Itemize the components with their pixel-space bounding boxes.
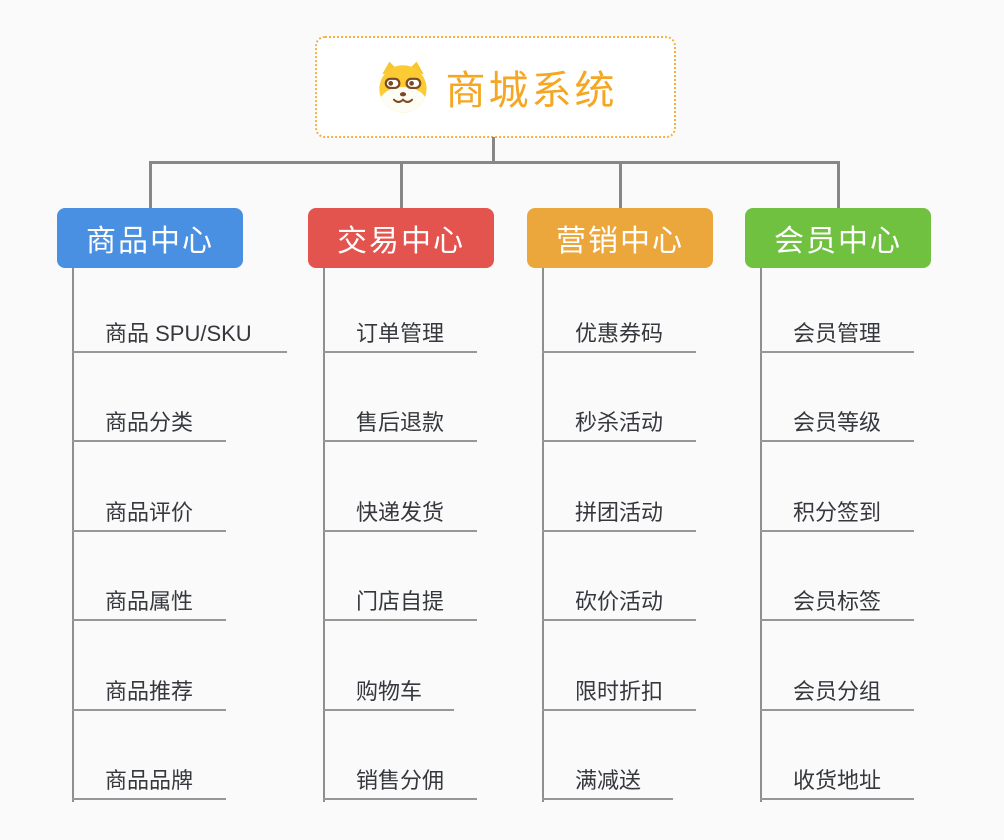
branch-header-label: 交易中心 <box>337 225 465 258</box>
leaf-node[interactable]: 限时折扣 <box>542 671 696 711</box>
leaf-label: 砍价活动 <box>575 589 664 614</box>
leaf-node[interactable]: 订单管理 <box>323 313 477 353</box>
branch-header-member-center[interactable]: 会员中心 <box>745 208 931 268</box>
leaf-node[interactable]: 商品分类 <box>72 402 226 442</box>
branch-member-center: 会员中心 会员管理 会员等级 积分签到 会员标签 会员分组 收货地址 <box>745 208 975 808</box>
branch-trunk-line <box>323 268 325 802</box>
leaf-label: 会员分组 <box>793 679 882 704</box>
leaf-label: 订单管理 <box>356 321 445 346</box>
leaf-label: 会员等级 <box>793 410 882 435</box>
leaf-node[interactable]: 售后退款 <box>323 402 477 442</box>
leaf-label: 商品 SPU/SKU <box>105 321 252 346</box>
leaf-node[interactable]: 商品属性 <box>72 581 226 621</box>
leaf-label: 快递发货 <box>356 500 445 525</box>
leaf-label: 商品属性 <box>105 589 194 614</box>
leaf-node[interactable]: 商品品牌 <box>72 760 226 800</box>
branch-marketing-center: 营销中心 优惠券码 秒杀活动 拼团活动 砍价活动 限时折扣 满减送 <box>527 208 757 808</box>
leaf-node[interactable]: 快递发货 <box>323 492 477 532</box>
branch-drop-connector <box>837 161 840 208</box>
leaf-node[interactable]: 收货地址 <box>760 760 914 800</box>
branch-trunk-line <box>72 268 74 802</box>
leaf-label: 满减送 <box>575 768 642 793</box>
branch-header-label: 会员中心 <box>774 225 902 258</box>
leaf-label: 拼团活动 <box>575 500 664 525</box>
leaf-node[interactable]: 会员管理 <box>760 313 914 353</box>
leaf-node[interactable]: 秒杀活动 <box>542 402 696 442</box>
shiba-dog-icon <box>374 59 432 115</box>
leaf-label: 商品分类 <box>105 410 194 435</box>
leaf-label: 售后退款 <box>356 410 445 435</box>
leaf-label: 收货地址 <box>793 768 882 793</box>
leaf-node[interactable]: 拼团活动 <box>542 492 696 532</box>
leaf-label: 会员标签 <box>793 589 882 614</box>
branch-drop-connector <box>149 161 152 208</box>
leaf-node[interactable]: 商品 SPU/SKU <box>72 313 287 353</box>
leaf-label: 购物车 <box>356 679 423 704</box>
branch-header-trade-center[interactable]: 交易中心 <box>308 208 494 268</box>
branch-trunk-line <box>760 268 762 802</box>
branch-trunk-line <box>542 268 544 802</box>
root-stem-connector <box>492 137 495 164</box>
leaf-label: 积分签到 <box>793 500 882 525</box>
root-title: 商城系统 <box>445 69 618 113</box>
leaf-label: 销售分佣 <box>356 768 445 793</box>
leaf-node[interactable]: 商品评价 <box>72 492 226 532</box>
branch-header-marketing-center[interactable]: 营销中心 <box>527 208 713 268</box>
leaf-label: 限时折扣 <box>575 679 664 704</box>
leaf-node[interactable]: 商品推荐 <box>72 671 226 711</box>
root-node[interactable]: 商城系统 <box>315 36 676 138</box>
branch-header-label: 商品中心 <box>86 225 214 258</box>
leaf-node[interactable]: 满减送 <box>542 760 673 800</box>
leaf-label: 商品推荐 <box>105 679 194 704</box>
leaf-node[interactable]: 砍价活动 <box>542 581 696 621</box>
leaf-node[interactable]: 会员等级 <box>760 402 914 442</box>
leaf-label: 优惠券码 <box>575 321 664 346</box>
leaf-node[interactable]: 积分签到 <box>760 492 914 532</box>
branch-drop-connector <box>619 161 622 208</box>
branch-header-label: 营销中心 <box>556 225 684 258</box>
leaf-node[interactable]: 购物车 <box>323 671 454 711</box>
leaf-label: 商品评价 <box>105 500 194 525</box>
leaf-node[interactable]: 优惠券码 <box>542 313 696 353</box>
branch-horizontal-connector <box>149 161 840 164</box>
leaf-label: 门店自提 <box>356 589 445 614</box>
leaf-node[interactable]: 销售分佣 <box>323 760 477 800</box>
branch-drop-connector <box>400 161 403 208</box>
leaf-node[interactable]: 会员分组 <box>760 671 914 711</box>
branch-header-product-center[interactable]: 商品中心 <box>57 208 243 268</box>
branch-product-center: 商品中心 商品 SPU/SKU 商品分类 商品评价 商品属性 商品推荐 商品品牌 <box>57 208 287 808</box>
leaf-node[interactable]: 会员标签 <box>760 581 914 621</box>
branch-trade-center: 交易中心 订单管理 售后退款 快递发货 门店自提 购物车 销售分佣 <box>308 208 538 808</box>
leaf-node[interactable]: 门店自提 <box>323 581 477 621</box>
leaf-label: 商品品牌 <box>105 768 194 793</box>
leaf-label: 会员管理 <box>793 321 882 346</box>
leaf-label: 秒杀活动 <box>575 410 664 435</box>
